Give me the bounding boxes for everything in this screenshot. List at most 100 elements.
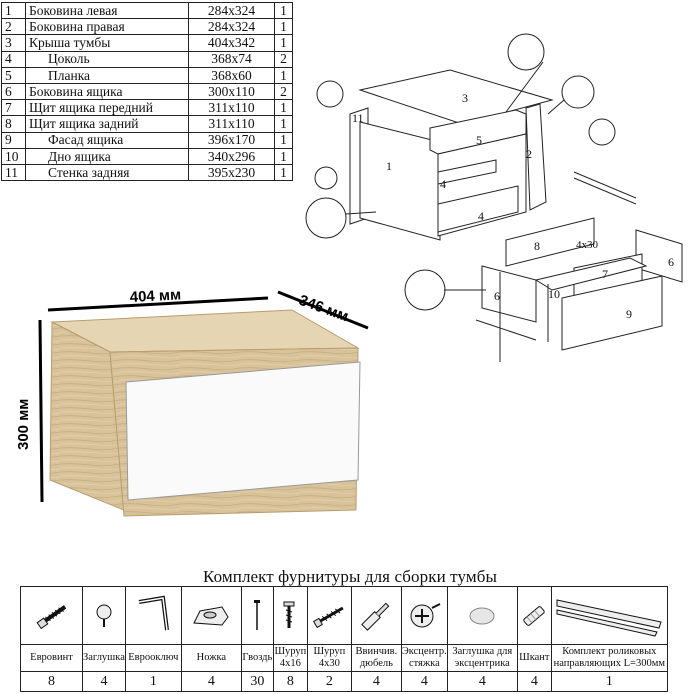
hardware-image-cell bbox=[350, 586, 402, 645]
part-left-side bbox=[359, 121, 441, 241]
hardware-label: Ножка bbox=[180, 644, 242, 672]
part-number: 3 bbox=[1, 34, 26, 52]
part-qty: 1 bbox=[274, 163, 293, 182]
label-6b: 6 bbox=[668, 255, 674, 269]
height-arrow bbox=[38, 319, 44, 503]
part-right-side bbox=[525, 103, 547, 211]
label-2: 2 bbox=[526, 147, 532, 161]
hardware-count: 4 bbox=[446, 671, 518, 692]
label-9: 9 bbox=[626, 307, 632, 321]
drawer-facade bbox=[125, 361, 361, 501]
hardware-label: Заглушка для эксцентрика bbox=[446, 644, 518, 672]
hardware-count: 8 bbox=[20, 671, 83, 692]
hardware-image-cell bbox=[400, 586, 448, 645]
hardware-label: Ввинчив. дюбель bbox=[350, 644, 402, 672]
part-size: 311х110 bbox=[188, 99, 275, 117]
hardware-count: 1 bbox=[124, 671, 182, 692]
hardware-label: Комплект роликовых направляющих L=300мм bbox=[550, 644, 668, 672]
part-number: 11 bbox=[1, 163, 26, 182]
part-size: 404х342 bbox=[188, 34, 275, 52]
part-plinth-inner bbox=[437, 159, 497, 185]
hardware-count: 4 bbox=[516, 671, 552, 692]
part-name: Планка bbox=[25, 66, 189, 84]
hardware-count: 4 bbox=[400, 671, 448, 692]
hardware-label: Эксцентр. стяжка bbox=[400, 644, 448, 672]
part-size: 395х230 bbox=[188, 163, 275, 182]
dim-height: 300 мм bbox=[15, 399, 32, 450]
part-name: Боковина правая bbox=[25, 18, 189, 36]
label-5: 5 bbox=[476, 133, 482, 147]
hardware-label: Еврооключ bbox=[124, 644, 182, 672]
label-3: 3 bbox=[462, 91, 468, 105]
part-name: Боковина ящика bbox=[25, 82, 189, 101]
part-size: 396х170 bbox=[188, 131, 275, 149]
part-number: 2 bbox=[1, 18, 26, 36]
label-11: 11 bbox=[352, 111, 364, 125]
part-qty: 2 bbox=[274, 82, 293, 101]
hardware-title: Комплект фурнитуры для сборки тумбы bbox=[203, 567, 497, 586]
drawer-slides-icon bbox=[552, 594, 667, 638]
label-1: 1 bbox=[386, 159, 392, 173]
hardware-image-cell bbox=[82, 586, 126, 645]
hardware-label: Шуруп 4х30 bbox=[306, 644, 352, 672]
part-facade bbox=[561, 275, 663, 351]
part-name: Стенка задняя bbox=[25, 163, 189, 182]
part-top bbox=[358, 69, 554, 125]
hardware-image-cell bbox=[306, 586, 352, 645]
callout-shelf-pin bbox=[588, 118, 616, 146]
hardware-label: Заглушка bbox=[82, 644, 126, 672]
callout-screw bbox=[305, 197, 347, 239]
depth-arrow bbox=[277, 290, 369, 330]
label-6a: 6 bbox=[494, 289, 500, 303]
part-drawer-side-right bbox=[635, 229, 683, 283]
part-name: Цоколь bbox=[25, 50, 189, 68]
part-drawer-side-left bbox=[481, 265, 537, 323]
part-size: 311х110 bbox=[188, 115, 275, 133]
part-name: Щит ящика передний bbox=[25, 99, 189, 117]
hardware-image-cell bbox=[240, 586, 274, 645]
screw-4x30-icon bbox=[308, 601, 351, 631]
label-4a: 4 bbox=[440, 177, 446, 191]
callout-screw2 bbox=[404, 269, 446, 311]
hardware-count: 30 bbox=[240, 671, 274, 692]
hardware-count: 4 bbox=[350, 671, 402, 692]
product-drawing: 404 мм 346 мм 300 мм bbox=[15, 286, 369, 517]
callout-foot bbox=[314, 166, 338, 190]
callout-nail bbox=[316, 80, 344, 108]
label-4x30: 4х30 bbox=[576, 239, 599, 251]
hardware-image-cell bbox=[272, 586, 308, 645]
hardware-label: Евровинт bbox=[20, 644, 83, 672]
hardware-count: 4 bbox=[82, 671, 126, 692]
part-number: 1 bbox=[1, 1, 26, 20]
wood-dowel-icon bbox=[518, 601, 551, 631]
hardware-label: Гвоздь bbox=[240, 644, 274, 672]
part-name: Боковина левая bbox=[25, 1, 189, 20]
part-number: 6 bbox=[1, 82, 26, 101]
cap-plug-icon bbox=[83, 601, 125, 631]
dim-width: 404 мм bbox=[129, 286, 181, 306]
label-4b: 4 bbox=[478, 209, 484, 223]
part-name: Дно ящика bbox=[25, 147, 189, 165]
part-drawer-back bbox=[505, 217, 595, 267]
part-size: 284х324 bbox=[188, 18, 275, 36]
hardware-count: 2 bbox=[306, 671, 352, 692]
hex-key-icon bbox=[126, 594, 181, 638]
hardware-image-cell bbox=[516, 586, 552, 645]
part-size: 300х110 bbox=[188, 82, 275, 101]
part-number: 10 bbox=[1, 147, 26, 165]
exploded-assembly-diagram: 3 5 2 1 11 4 4 8 6 7 6 10 9 4х30 bbox=[305, 33, 683, 362]
hardware-image-cell bbox=[550, 586, 668, 645]
hardware-count: 8 bbox=[272, 671, 308, 692]
part-number: 9 bbox=[1, 131, 26, 149]
